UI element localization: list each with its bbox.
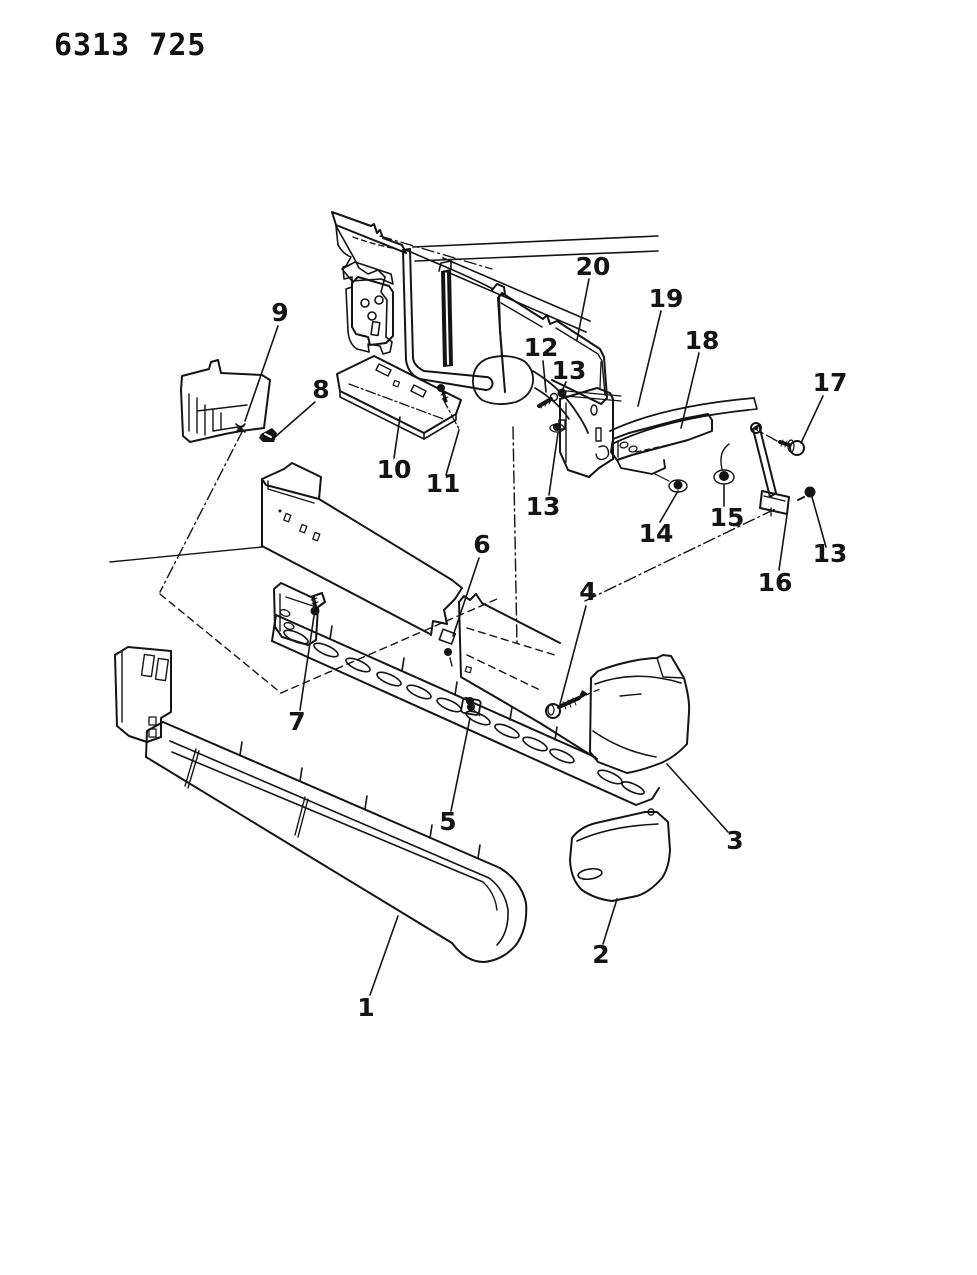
mount-bracket-plate [537, 361, 622, 478]
callout-20: 20 [576, 252, 611, 281]
callout-4: 4 [579, 577, 596, 606]
clip-6 [438, 628, 457, 667]
callout-5-leader [450, 717, 471, 812]
callout-13: 13 [813, 539, 848, 568]
callout-13: 13 [552, 356, 587, 385]
callout-15: 15 [710, 503, 745, 532]
callout-14-leader [659, 490, 679, 523]
callout-12: 12 [524, 333, 559, 362]
bumper-bar-1 [114, 646, 528, 963]
end-cap-3 [589, 654, 691, 774]
callout-16: 16 [758, 568, 793, 597]
callout-10: 10 [377, 455, 412, 484]
callout-19: 19 [649, 284, 684, 313]
callout-6-leader [452, 557, 480, 637]
callout-13-leader [561, 381, 567, 392]
clip-5 [460, 697, 482, 717]
nut-15 [713, 443, 735, 485]
splash-shield-9 [180, 359, 271, 443]
callout-16-leader [778, 514, 788, 571]
callout-2: 2 [592, 940, 609, 969]
callout-10-leader [393, 416, 401, 459]
callout-3-leader [666, 763, 729, 833]
callout-3: 3 [726, 826, 743, 855]
callout-11: 11 [426, 469, 461, 498]
callout-8: 8 [312, 375, 329, 404]
callout-9: 9 [271, 298, 288, 327]
callout-18-leader [680, 352, 700, 429]
callout-1-leader [369, 915, 399, 996]
sill-plate-10 [336, 355, 462, 440]
callout-7: 7 [288, 707, 305, 736]
callout-4-leader [559, 605, 587, 705]
clip-8 [259, 428, 277, 442]
bolt-17 [756, 429, 805, 456]
support-arm-18 [610, 413, 713, 482]
callout-17: 17 [813, 368, 848, 397]
callout-1: 1 [357, 993, 374, 1022]
screw-12 [537, 397, 553, 408]
reference-lines [159, 398, 776, 694]
callout-13-leader [811, 496, 827, 548]
callout-12-leader [542, 360, 547, 393]
end-cap-2 [569, 808, 671, 902]
bolt-11 [437, 384, 449, 403]
callout-18: 18 [685, 326, 720, 355]
reinforcement-bar [109, 462, 463, 636]
bolt-4 [545, 688, 601, 719]
figure-number: 6313 725 [54, 28, 207, 63]
slotted-face-bar [271, 614, 660, 806]
callout-2-leader [602, 898, 618, 945]
mid-bar-bracket [273, 582, 326, 646]
callout-8-leader [274, 401, 316, 438]
nut-13-left [553, 423, 561, 431]
callout-6: 6 [473, 530, 490, 559]
callout-17-leader [800, 395, 824, 444]
callout-7-leader [299, 615, 315, 711]
link-16 [750, 422, 790, 517]
body-structure [331, 211, 758, 445]
callout-13: 13 [526, 492, 561, 521]
callout-20-leader [576, 278, 590, 341]
callout-5: 5 [439, 807, 456, 836]
bolt-13-right [797, 486, 816, 501]
callout-9-leader [244, 325, 279, 422]
callout-11-leader [445, 429, 460, 476]
bolt-13-upper [557, 388, 567, 398]
callout-13-leader [548, 432, 559, 496]
callout-19-leader [637, 310, 662, 407]
callout-14: 14 [639, 519, 674, 548]
